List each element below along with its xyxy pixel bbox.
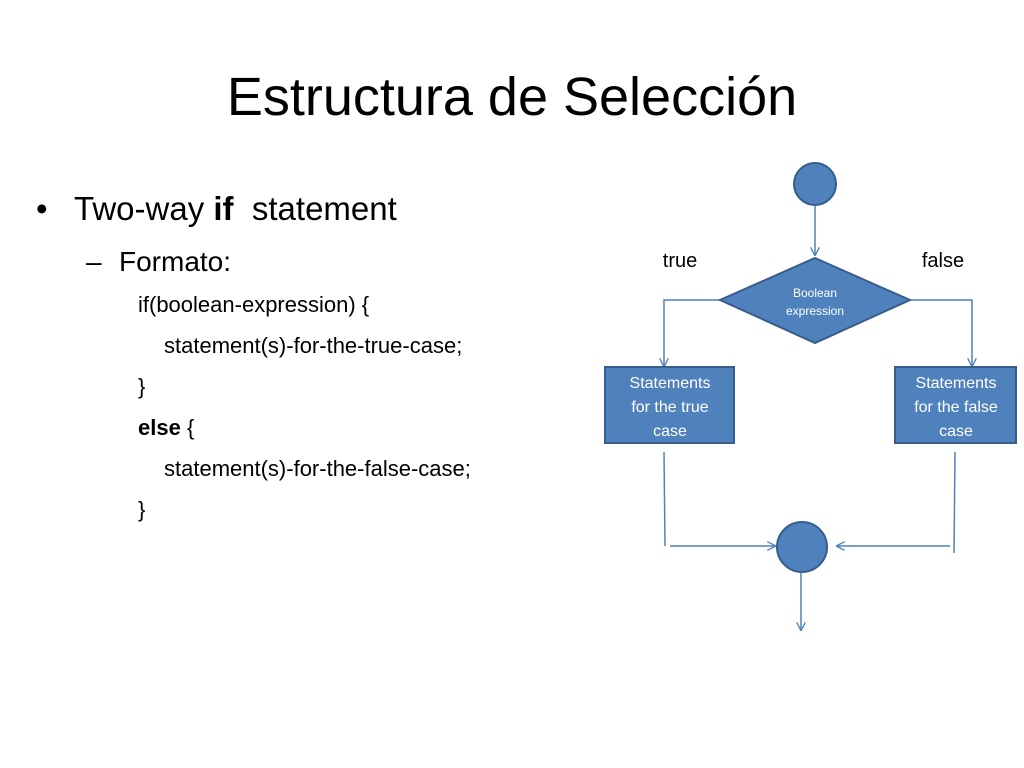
label-false: false: [922, 250, 964, 272]
sub-bullet-text: Formato:: [119, 246, 232, 277]
edge-false-box-down: [953, 451, 956, 554]
code-line-if: if(boolean-expression) {: [138, 292, 370, 317]
code-line-else: else {: [138, 413, 194, 443]
edge-decision-to-false-box: [910, 299, 972, 366]
false-box-line2: for the false: [914, 399, 998, 416]
decision-text-line1: Boolean: [793, 286, 837, 300]
code-line-close-brace-2: }: [138, 497, 146, 522]
true-box-rect: [604, 366, 735, 444]
code-line-true-case: statement(s)-for-the-true-case;: [164, 333, 463, 358]
start-node: [793, 162, 837, 206]
true-box-line1: Statements: [630, 375, 711, 392]
bullet-keyword-if: if: [213, 190, 234, 227]
code-line-false-case: statement(s)-for-the-false-case;: [164, 456, 471, 481]
decision-node: Boolean expression: [717, 256, 913, 345]
true-statements-box: Statements for the true case: [604, 366, 735, 444]
code-else-keyword: else: [138, 415, 181, 440]
bullet-dot: •: [36, 190, 48, 227]
sub-bullet-dash: –: [86, 246, 102, 277]
true-box-line3: case: [653, 423, 687, 440]
edge-true-box-down: [663, 451, 666, 547]
bullet-suffix: statement: [233, 190, 397, 227]
label-true: true: [663, 250, 697, 272]
false-statements-box: Statements for the false case: [894, 366, 1017, 444]
decision-diamond: [717, 256, 913, 345]
edge-decision-to-true-box: [664, 299, 720, 366]
bullet-text: Two-way if statement: [74, 188, 397, 230]
merge-node: [776, 521, 828, 573]
false-box-rect: [894, 366, 1017, 444]
false-box-line1: Statements: [916, 375, 997, 392]
code-line-close-brace-1: }: [138, 374, 146, 399]
true-box-line2: for the true: [631, 399, 708, 416]
decision-text-line2: expression: [786, 304, 844, 318]
false-box-line3: case: [939, 423, 973, 440]
code-else-brace: {: [180, 415, 195, 440]
slide-title: Estructura de Selección: [226, 67, 798, 127]
bullet-prefix: Two-way: [74, 190, 214, 227]
